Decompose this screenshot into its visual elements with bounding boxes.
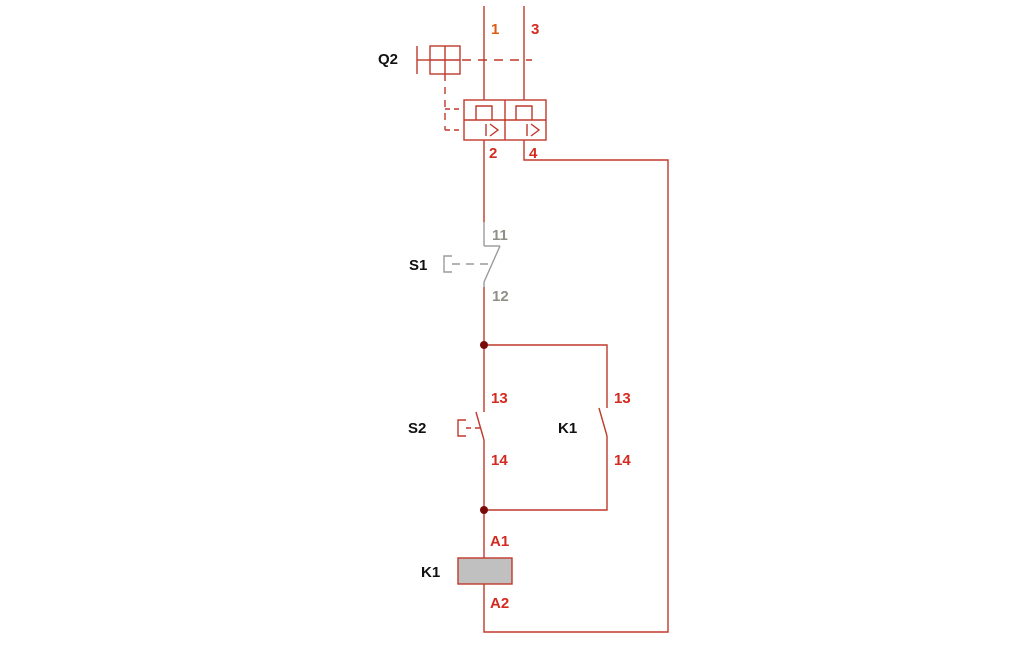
q2-terminal-3: 3 [531, 21, 539, 38]
thermal-trip-icon [475, 105, 493, 120]
s1-terminal-12: 12 [492, 288, 509, 305]
k1-contact-label: K1 [558, 420, 577, 437]
s2-terminal-14: 14 [491, 452, 508, 469]
junction-node-bottom [480, 506, 488, 514]
s1-label: S1 [409, 257, 427, 274]
coil-terminal-a1: A1 [490, 533, 509, 550]
push-button-actuator-icon [443, 255, 452, 273]
wire-return-path [483, 140, 669, 633]
junction-node-top [480, 341, 488, 349]
wiring [483, 140, 669, 633]
q2-label: Q2 [378, 51, 398, 68]
s1-terminal-11: 11 [492, 227, 508, 244]
s2-blade [475, 411, 485, 441]
s2-terminal-13: 13 [491, 390, 508, 407]
q2-terminal-4: 4 [529, 145, 538, 162]
k1-contact-blade [598, 407, 608, 437]
s1-blade [483, 245, 501, 283]
wire-k1-parallel-top [484, 344, 608, 408]
s2-start-button [457, 411, 485, 441]
q2-terminal-1: 1 [491, 21, 499, 38]
relay-coil-icon [457, 557, 513, 585]
k1-aux-contact [598, 407, 608, 437]
q2-circuit-breaker [416, 6, 547, 141]
magnetic-trip-icon [485, 123, 500, 137]
s2-label: S2 [408, 420, 426, 437]
push-button-actuator-icon [457, 419, 466, 437]
k1-terminal-13: 13 [614, 390, 631, 407]
magnetic-trip-icon [526, 123, 541, 137]
s1-stop-button [443, 222, 501, 287]
q2-terminal-2: 2 [489, 145, 497, 162]
coil-terminal-a2: A2 [490, 595, 509, 612]
k1-coil-label: K1 [421, 564, 440, 581]
wire-k1-parallel-bottom [484, 436, 608, 511]
thermal-trip-icon [515, 105, 533, 120]
k1-terminal-14: 14 [614, 452, 631, 469]
